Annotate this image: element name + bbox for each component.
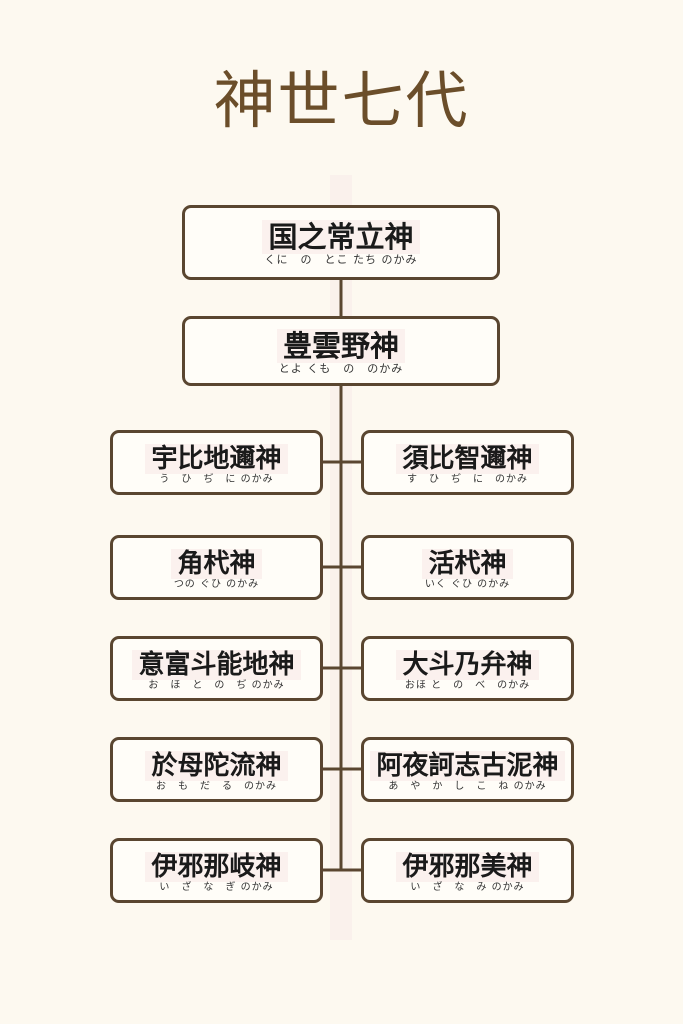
god-name: 須比智邇神	[364, 444, 571, 474]
god-name: 豊雲野神	[185, 329, 497, 363]
god-box-izanagi: 伊邪那岐神 い ざ な ぎ のかみ	[110, 838, 323, 903]
god-box-tsunogui: 角杙神 つの ぐひ のかみ	[110, 535, 323, 600]
god-name: 国之常立神	[185, 220, 497, 254]
god-box-suhijini: 須比智邇神 す ひ ぢ に のかみ	[361, 430, 574, 495]
god-name: 阿夜訶志古泥神	[364, 751, 571, 781]
god-box-kuninotokotachi: 国之常立神 くに の とこ たち のかみ	[182, 205, 500, 280]
god-name: 宇比地邇神	[113, 444, 320, 474]
god-box-ikugui: 活杙神 いく ぐひ のかみ	[361, 535, 574, 600]
god-reading: くに の とこ たち のかみ	[264, 253, 418, 266]
god-name: 活杙神	[364, 549, 571, 579]
god-name: 意富斗能地神	[113, 650, 320, 680]
god-reading: あ や か し こ ね のかみ	[388, 781, 547, 792]
god-reading: お ほ と の ぢ のかみ	[148, 680, 285, 691]
god-box-uhijini: 宇比地邇神 う ひ ぢ に のかみ	[110, 430, 323, 495]
god-reading: お も だ る のかみ	[156, 781, 277, 792]
god-reading: いく ぐひ のかみ	[424, 579, 511, 590]
god-name: 伊邪那岐神	[113, 852, 320, 882]
god-name: 於母陀流神	[113, 751, 320, 781]
god-reading: い ざ な み のかみ	[410, 882, 525, 893]
god-reading: す ひ ぢ に のかみ	[407, 474, 528, 485]
god-name: 伊邪那美神	[364, 852, 571, 882]
god-box-toyokumono: 豊雲野神 とよ くも の のかみ	[182, 316, 500, 386]
god-box-izanami: 伊邪那美神 い ざ な み のかみ	[361, 838, 574, 903]
god-box-ohotonobe: 大斗乃弁神 おほ と の べ のかみ	[361, 636, 574, 701]
page-title: 神世七代	[213, 64, 470, 137]
god-reading: い ざ な ぎ のかみ	[159, 882, 274, 893]
god-box-ohotonoji: 意富斗能地神 お ほ と の ぢ のかみ	[110, 636, 323, 701]
god-box-ayakashikone: 阿夜訶志古泥神 あ や か し こ ね のかみ	[361, 737, 574, 802]
god-name: 大斗乃弁神	[364, 650, 571, 680]
god-box-omodaru: 於母陀流神 お も だ る のかみ	[110, 737, 323, 802]
god-reading: とよ くも の のかみ	[278, 362, 404, 375]
god-name: 角杙神	[113, 549, 320, 579]
god-reading: つの ぐひ のかみ	[173, 579, 260, 590]
god-reading: う ひ ぢ に のかみ	[159, 474, 274, 485]
god-reading: おほ と の べ のかみ	[404, 680, 531, 691]
